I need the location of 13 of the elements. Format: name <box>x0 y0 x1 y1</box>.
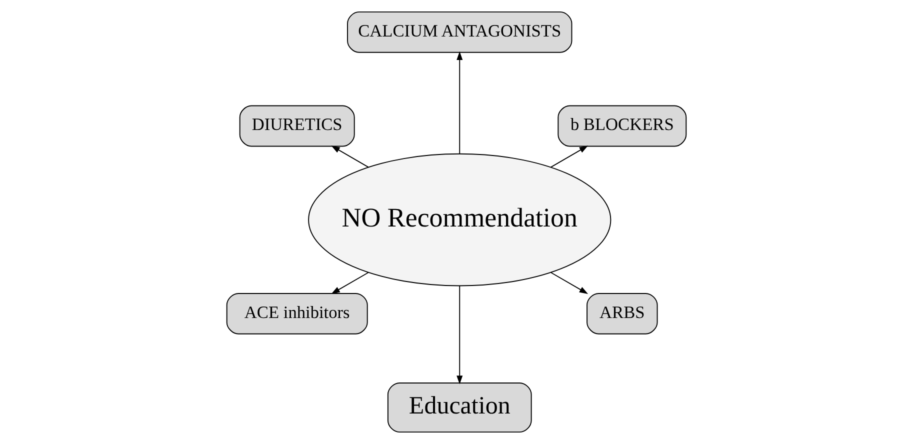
node-box: ACE inhibitors <box>226 292 368 334</box>
node-box: DIURETICS <box>239 105 355 147</box>
arrow <box>331 272 369 294</box>
node-box: b BLOCKERS <box>558 105 687 147</box>
arrow <box>456 286 463 384</box>
arrow <box>550 272 588 294</box>
node-box: Education <box>387 382 532 433</box>
arrow <box>550 146 588 168</box>
arrow <box>456 51 463 154</box>
arrow <box>331 146 369 168</box>
node-box: CALCIUM ANTAGONISTS <box>347 11 572 53</box>
node-box: ARBS <box>586 292 658 334</box>
node-ellipse: NO Recommendation <box>308 153 612 286</box>
